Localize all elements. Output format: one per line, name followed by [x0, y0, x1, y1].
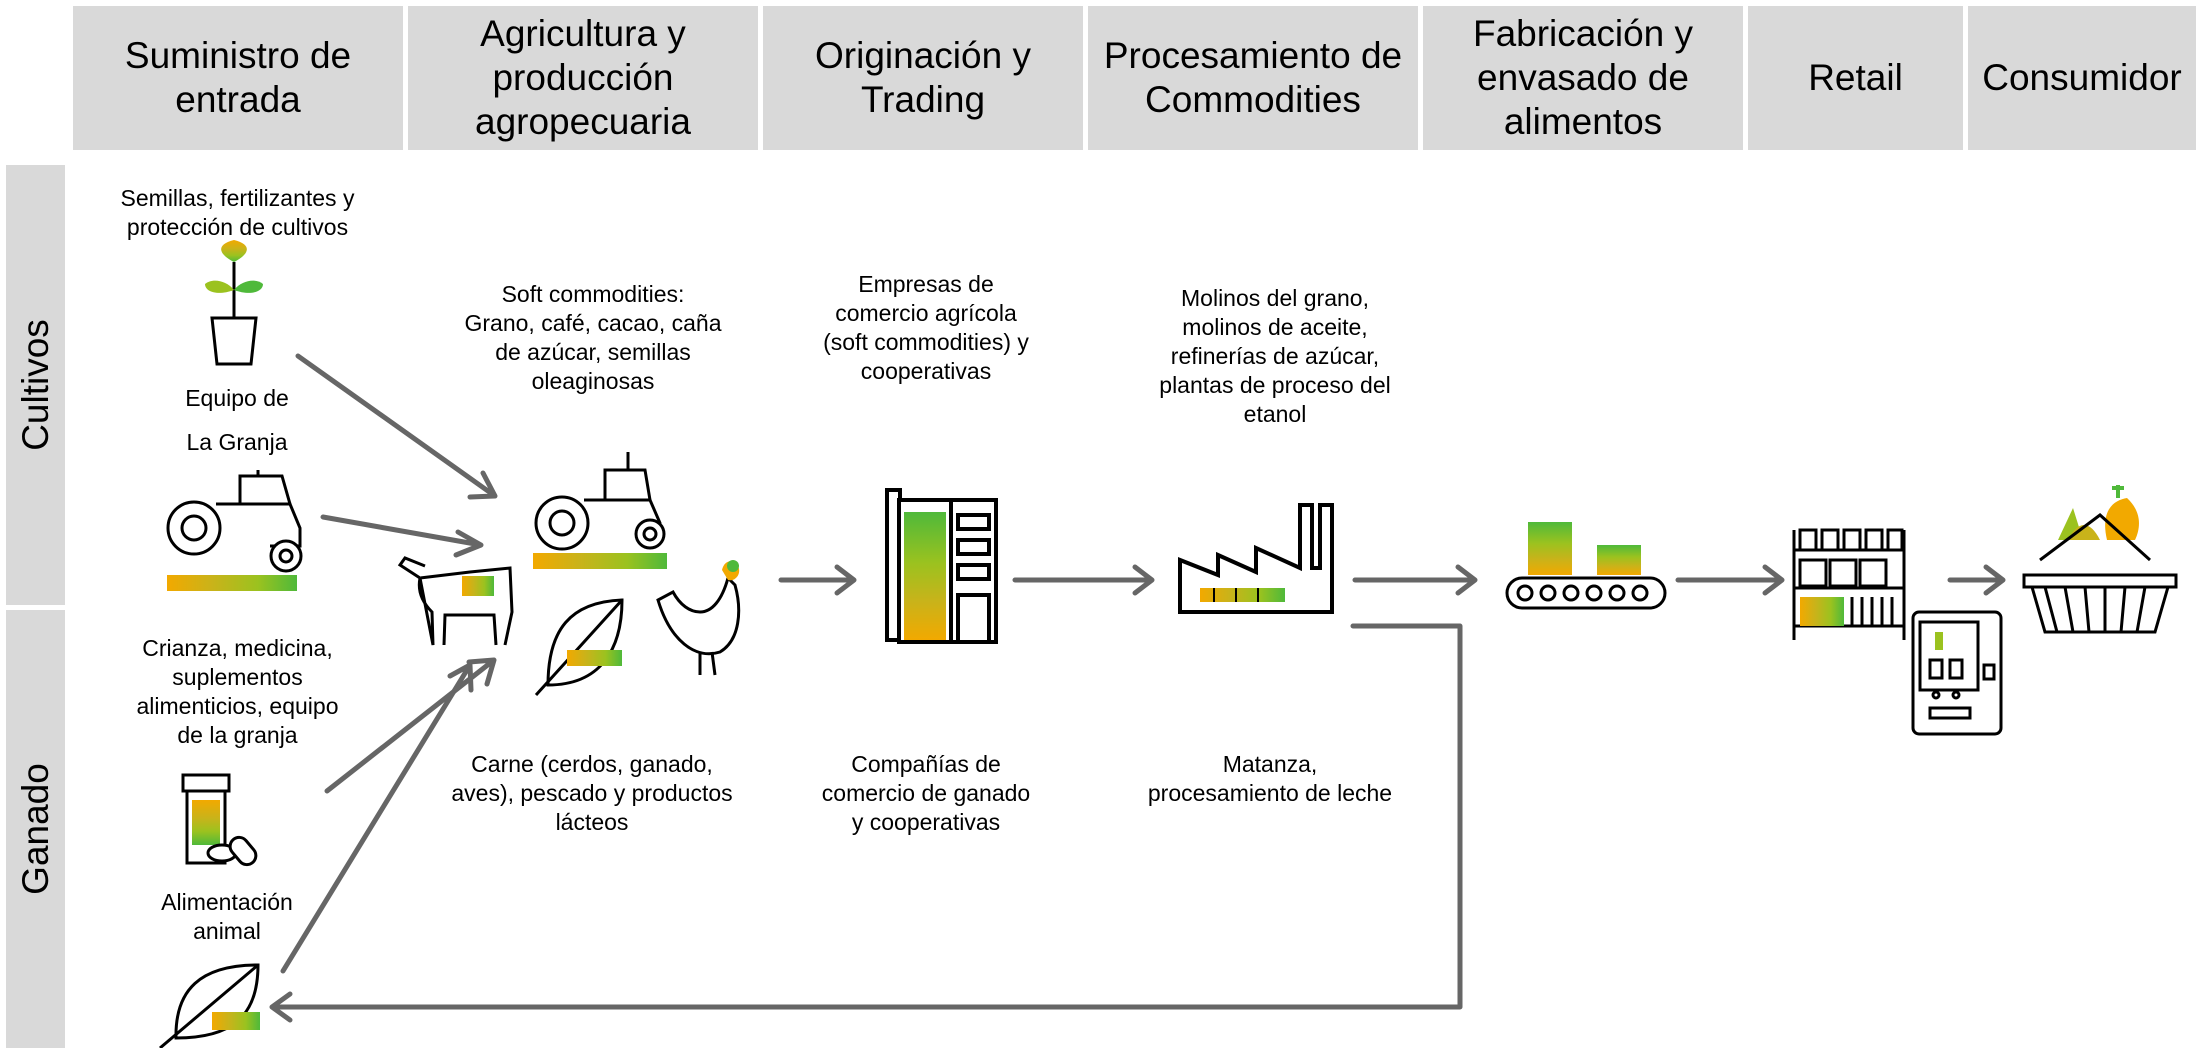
row-label-crops: Cultivos — [6, 165, 65, 605]
factory-icon — [1178, 503, 1334, 614]
row-label-livestock: Ganado — [6, 610, 65, 1048]
tractor-icon — [533, 452, 667, 569]
label-processing-crops: Molinos del grano,molinos de aceite,refi… — [1159, 285, 1391, 427]
header-retail: Retail — [1748, 6, 1963, 150]
label-processing-livestock: Matanza,procesamiento de leche — [1147, 751, 1393, 806]
arrow-feed-to-farm — [280, 662, 474, 974]
cow-icon — [397, 556, 514, 646]
arrow-seeds-to-farm — [295, 353, 498, 500]
tractor-icon — [166, 470, 303, 591]
header-consumer: Consumidor — [1968, 6, 2196, 150]
plant-pot-icon — [205, 240, 263, 366]
conveyor-belt-icon — [1505, 522, 1667, 610]
arrow-processing-to-manufacturing — [1352, 564, 1478, 596]
arrow-breeding-to-farm — [324, 657, 497, 794]
vending-machine-icon — [1911, 610, 2003, 736]
arrow-retail-to-consumer — [1947, 564, 2006, 596]
rooster-icon — [656, 560, 741, 676]
flow-arrows — [269, 353, 2006, 1023]
arrow-trading-to-processing — [1012, 564, 1155, 596]
label-meat: Carne (cerdos, ganado,aves), pescado y p… — [451, 751, 733, 835]
label-soft-commodities: Soft commodities:Grano, café, cacao, cañ… — [464, 281, 722, 394]
leaf-icon — [159, 963, 260, 1048]
shopping-basket-icon — [2022, 485, 2178, 634]
arrow-farm-to-trading — [778, 564, 857, 596]
arrow-manufacturing-to-retail — [1675, 564, 1785, 596]
arrow-equipment-to-farm — [320, 514, 484, 558]
building-icon — [885, 488, 998, 644]
arrow-processing-to-feed — [269, 623, 1463, 1023]
leaf-icon — [534, 598, 624, 697]
medicine-bottle-icon — [181, 773, 258, 867]
store-shelf-icon — [1792, 528, 1906, 640]
